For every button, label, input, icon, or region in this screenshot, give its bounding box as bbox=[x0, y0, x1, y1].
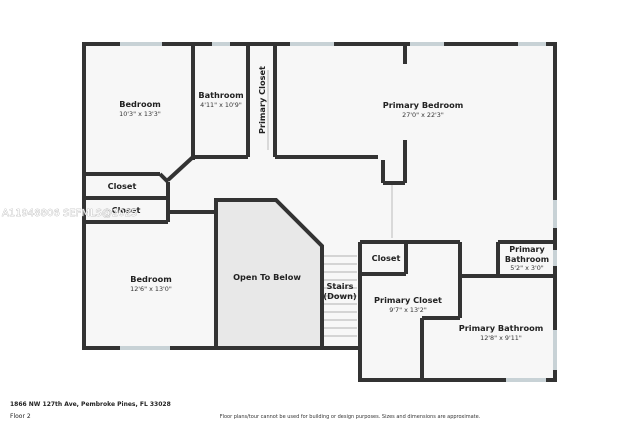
primary-bathroom-dims: 12'8" x 9'11" bbox=[480, 334, 522, 342]
bedroom-top-name: Bedroom bbox=[119, 99, 160, 109]
bedroom-bottom-dims: 12'6" x 13'0" bbox=[130, 285, 172, 293]
primary-bathroom-small-line2: Bathroom bbox=[505, 255, 549, 264]
primary-bedroom-name: Primary Bedroom bbox=[383, 100, 464, 110]
floor-area bbox=[84, 44, 555, 380]
primary-closet-vertical-name: Primary Closet bbox=[257, 66, 267, 134]
door-lines bbox=[267, 70, 393, 238]
room-labels: Bedroom 10'3" x 13'3" Bathroom 4'11" x 1… bbox=[108, 66, 550, 342]
stairs-name-line2: (Down) bbox=[323, 291, 357, 301]
windows bbox=[120, 42, 557, 382]
primary-bathroom-name: Primary Bathroom bbox=[459, 323, 543, 333]
closet-left-2-name: Closet bbox=[112, 205, 141, 215]
bedroom-top-dims: 10'3" x 13'3" bbox=[119, 110, 161, 118]
disclaimer: Floor plans/tour cannot be used for buil… bbox=[219, 414, 481, 420]
primary-bathroom-small-dims: 5'2" x 3'0" bbox=[510, 264, 544, 272]
floor-label: Floor 2 bbox=[10, 413, 31, 420]
open-to-below-name: Open To Below bbox=[233, 272, 301, 282]
walls bbox=[82, 42, 557, 382]
open-to-below-area bbox=[216, 200, 322, 348]
stairs-name-line1: Stairs bbox=[326, 281, 353, 291]
bedroom-bottom-name: Bedroom bbox=[130, 274, 171, 284]
primary-bathroom-small-line1: Primary bbox=[509, 245, 545, 254]
closet-center-name: Closet bbox=[372, 253, 401, 263]
primary-closet-name: Primary Closet bbox=[374, 295, 442, 305]
mls-watermark: A11948806 SEFMLS@2025 bbox=[2, 208, 137, 219]
bathroom-name: Bathroom bbox=[198, 90, 243, 100]
primary-closet-dims: 9'7" x 13'2" bbox=[389, 306, 427, 314]
property-address: 1866 NW 127th Ave, Pembroke Pines, FL 33… bbox=[10, 401, 171, 408]
bathroom-dims: 4'11" x 10'9" bbox=[200, 101, 242, 109]
closet-left-1-name: Closet bbox=[108, 181, 137, 191]
stairs-treads bbox=[323, 255, 357, 337]
primary-bedroom-dims: 27'0" x 22'3" bbox=[402, 111, 444, 119]
